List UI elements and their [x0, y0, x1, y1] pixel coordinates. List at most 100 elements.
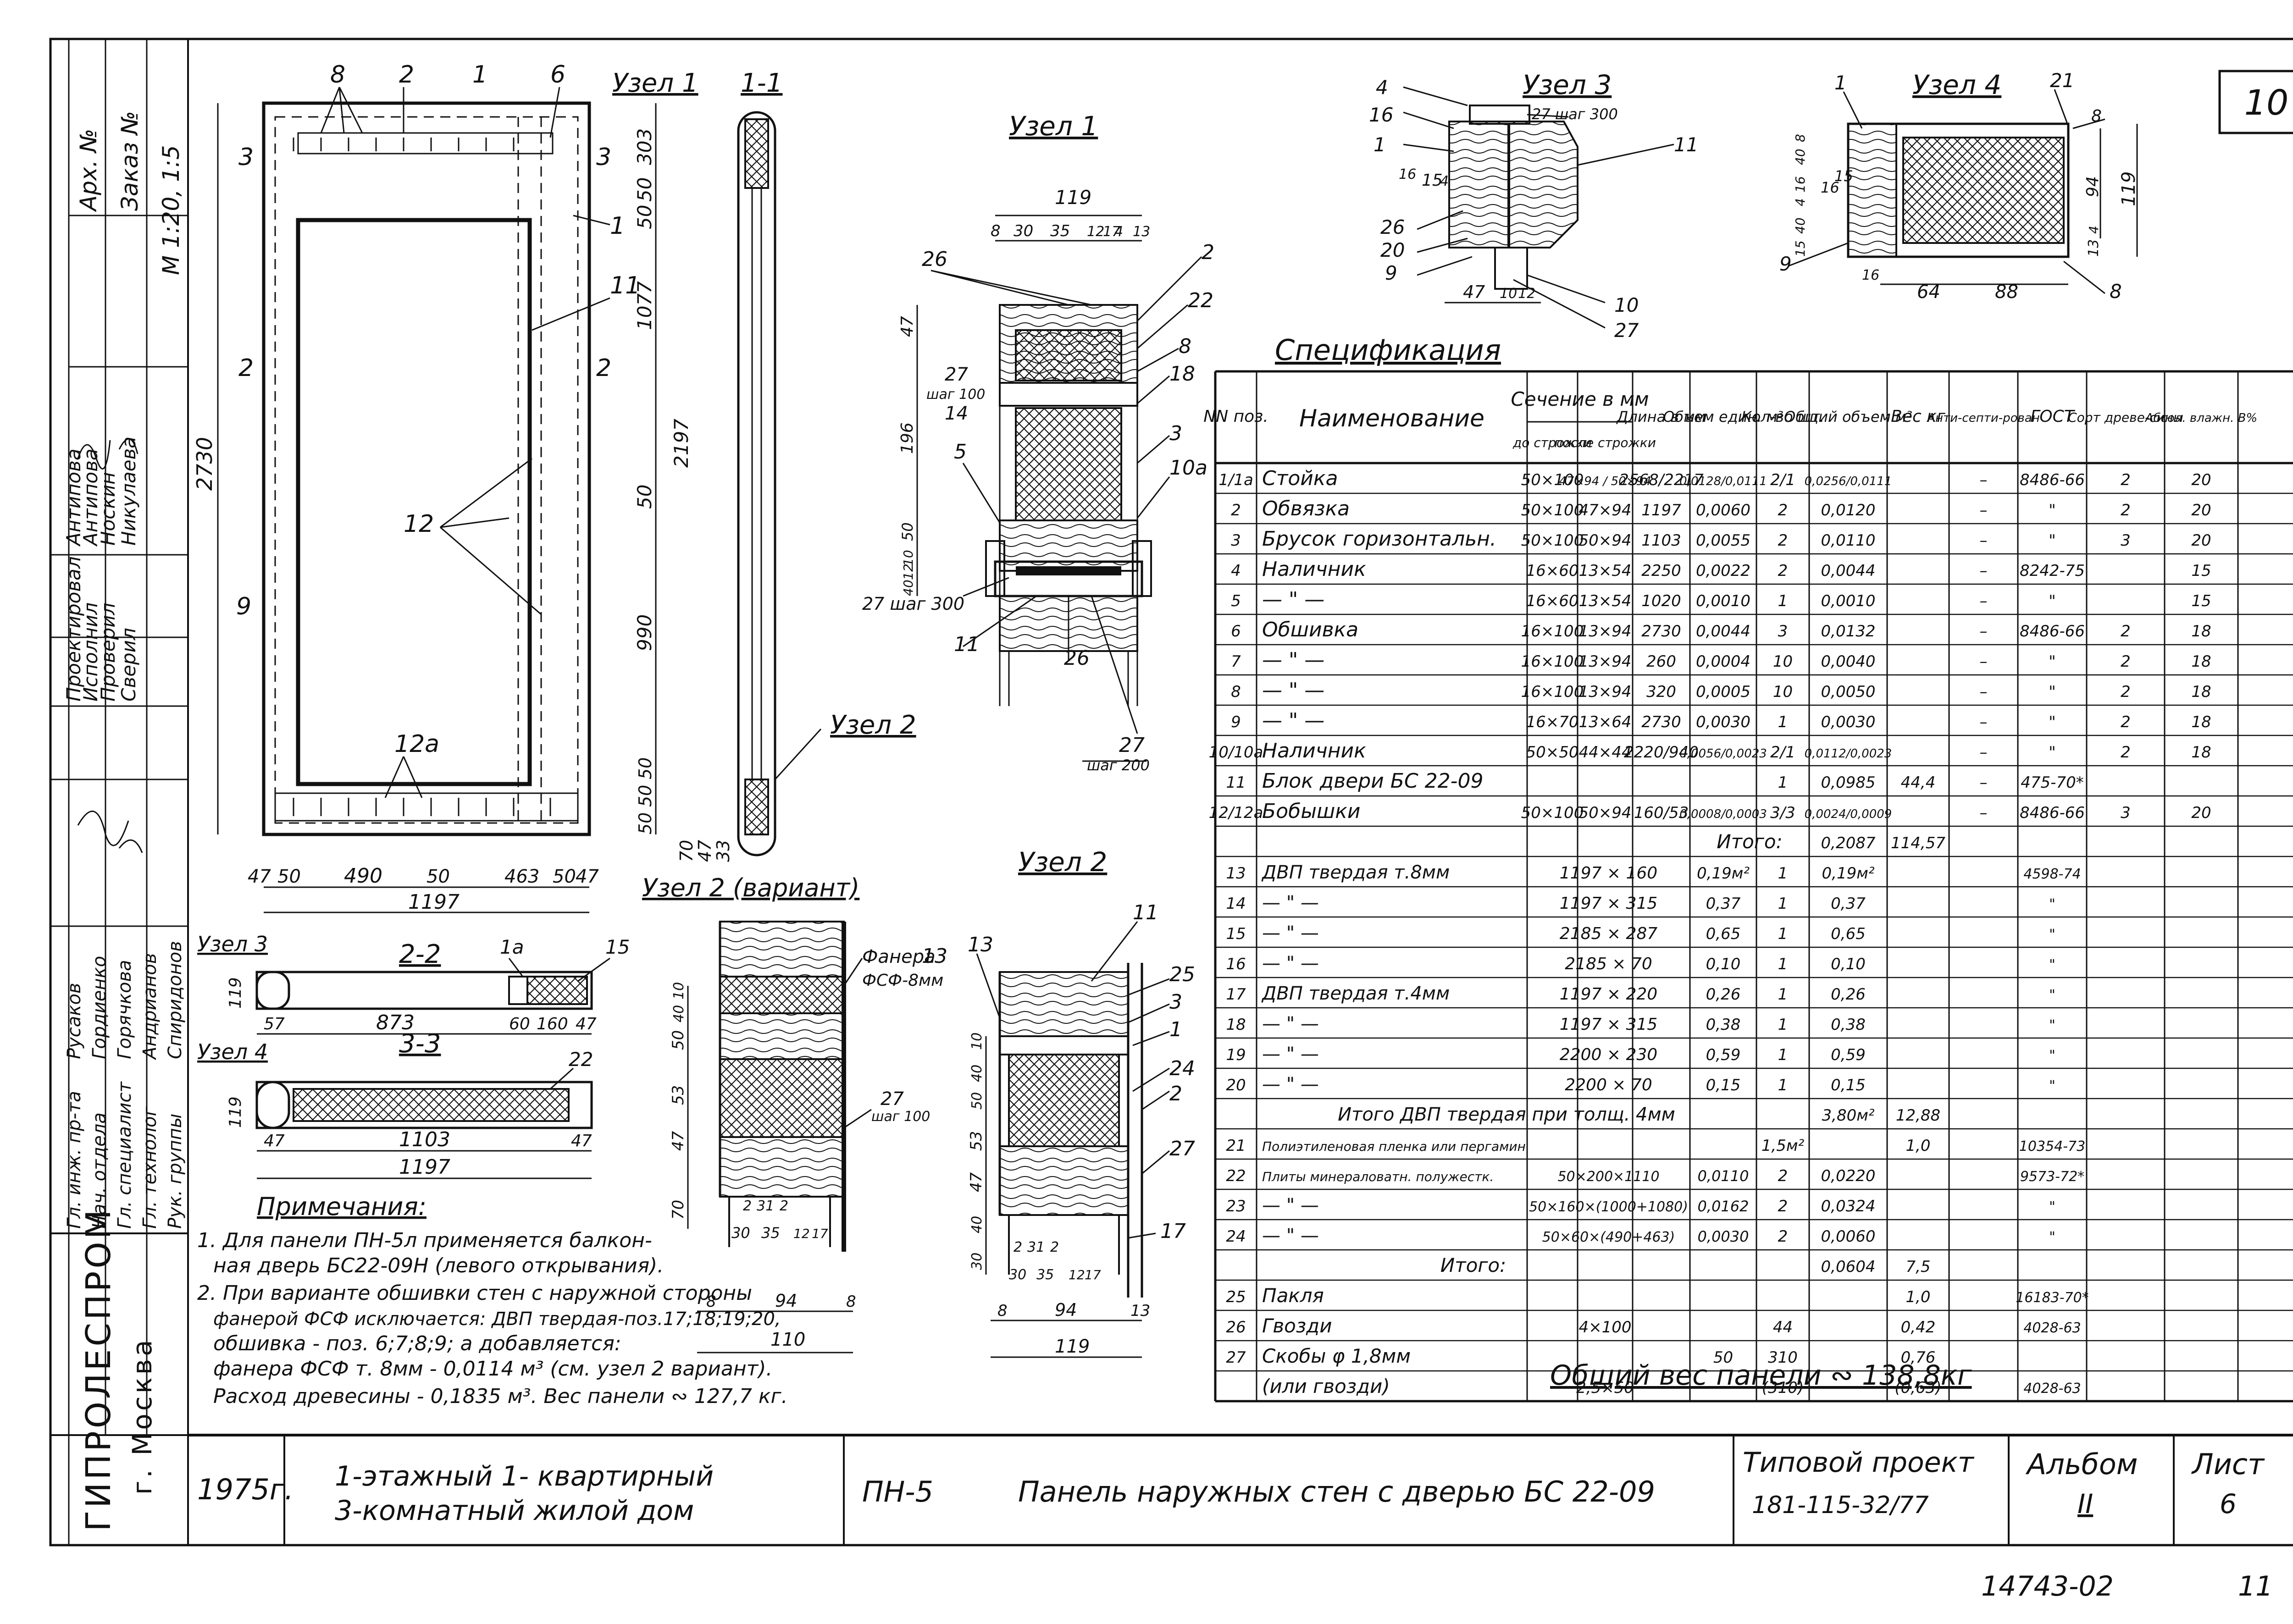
s33-label-0: 22	[569, 1048, 593, 1071]
uzel1-label-5: 3	[1169, 422, 1182, 445]
elev-vdim-1: 303	[633, 128, 656, 165]
spec-dvp-gost: 4598-74	[2023, 866, 2081, 882]
uzel2-dim-13: 17	[1085, 1267, 1101, 1282]
spec-misc-name: Полиэтиленовая пленка или пергамин	[1262, 1139, 1526, 1154]
spec-row-cell: 13×94	[1579, 622, 1631, 641]
elev-vdim-3: 50	[633, 205, 656, 229]
spec-misc-name: Плиты минераловатн. полужестк.	[1262, 1169, 1494, 1184]
role-verified: Сверил	[117, 628, 140, 702]
uzel2-label-marker: 13	[968, 933, 993, 956]
uzel1-label-3: 8	[1179, 335, 1191, 358]
elev-hdim-5: 50	[553, 866, 576, 887]
uzel2-dim-2: 50	[969, 1092, 985, 1110]
title-year: 1975г.	[197, 1473, 294, 1506]
spec-dvp-qty: 1	[1778, 985, 1788, 1004]
spec-misc-gost: "	[2049, 1199, 2055, 1215]
s22-dim-2: 873	[376, 1011, 415, 1034]
spec-misc-pos: 22	[1226, 1167, 1246, 1185]
s22-label-0: 1а	[500, 936, 524, 958]
spec-row-cell: 1	[1778, 773, 1788, 792]
spec-row-cell: 2220/940	[1624, 743, 1699, 762]
section-22-title: 2-2	[399, 939, 441, 969]
uzel1-label-13: 26	[1064, 646, 1090, 670]
spec-dvp-gost: "	[2049, 1048, 2055, 1064]
elev-vdim-10: 50	[635, 812, 655, 834]
uzel-2-variant-detail: Узел 2 (вариант) Фанера ФСФ-8мм 27 шаг 1…	[642, 873, 947, 1353]
spec-row-cell: –	[1980, 683, 1988, 701]
spec-row-cell: 0,0985	[1821, 773, 1876, 792]
spec-dvp-size: 1197 × 315	[1560, 1015, 1657, 1034]
spec-dvp-total: 0,59	[1831, 1046, 1866, 1064]
title-album-value: II	[2077, 1488, 2093, 1519]
spec-row-cell: 3	[1778, 622, 1788, 641]
spec-header-length: Длина в мм	[1616, 408, 1706, 425]
elev-vdim-2: 50	[633, 177, 656, 202]
s33-dim-2: 1103	[399, 1128, 450, 1151]
notes-title: Примечания:	[257, 1192, 426, 1221]
spec-row-cell: 0,0050	[1821, 683, 1876, 701]
spec-row-cell: 160/53	[1634, 804, 1689, 822]
spec-title: Спецификация	[1275, 333, 1501, 367]
uzel2-dim-9: 2	[1050, 1239, 1059, 1255]
elev-vdim-9: 50	[635, 785, 655, 807]
spec-hw-qty: 44	[1773, 1318, 1793, 1337]
spec-dvp-total: 0,37	[1831, 895, 1866, 913]
uzel3-title: Узел 3	[1523, 69, 1612, 100]
spec-row-cell: 0,0044	[1696, 622, 1750, 641]
spec-misc-name: — " —	[1262, 1195, 1319, 1216]
uzel2var-label-2: ФСФ-8мм	[862, 971, 943, 990]
uzel-4-detail: Узел 4 1 21 8 16 15 9 8 8 40 16 4 40 15 …	[1779, 69, 2139, 303]
spec-dvp-name: — " —	[1262, 1074, 1319, 1095]
spec-row-cell: 18	[2191, 622, 2211, 641]
spec-row-cell: 15	[2191, 562, 2211, 580]
uzel1-title: Узел 1	[1009, 110, 1098, 142]
spec-subtotal-1-label: Итого:	[1717, 830, 1783, 853]
uzel1-dim-13: 40	[901, 580, 916, 596]
uzel1-dim-12: 12	[901, 563, 916, 580]
spec-row-cell: 18	[2191, 683, 2211, 701]
spec-row-cell: 2730	[1641, 713, 1681, 731]
spec-misc-unit: 0,0110	[1698, 1167, 1749, 1185]
spec-row-cell: 16×60	[1526, 592, 1579, 610]
uzel2-label-3: 1	[1169, 1018, 1182, 1041]
spec-row-cell: 0,0128/0,0111	[1679, 475, 1767, 488]
elev-label-0: 8	[330, 61, 345, 88]
spec-subtotal-2-vol: 3,80м²	[1822, 1106, 1875, 1125]
spec-header-total-vol: Общий объем м³	[1784, 408, 1912, 425]
spec-dvp-area: 0,37	[1706, 895, 1741, 913]
spec-row-cell: 0,0008/0,0003	[1679, 807, 1767, 821]
spec-row-cell: 0,0132	[1821, 622, 1876, 641]
uzel2var-dim-8: 2	[780, 1198, 788, 1214]
spec-misc-qty: 2	[1778, 1227, 1788, 1246]
spec-row-pos: 2	[1231, 501, 1241, 519]
elev-hdim-3: 50	[426, 866, 450, 887]
spec-dvp-area: 0,26	[1706, 985, 1741, 1004]
uzel2var-title: Узел 2 (вариант)	[642, 873, 859, 902]
staff-role-4: Гл. инж. пр-та	[64, 1091, 85, 1229]
spec-hw-name: Скобы φ 1,8мм	[1262, 1345, 1411, 1367]
spec-dvp-total: 0,15	[1831, 1076, 1866, 1094]
uzel3-label-7: 27 шаг 300	[1532, 105, 1618, 123]
spec-row-cell: 3	[2121, 531, 2131, 550]
spec-row-cell: 0,0044	[1821, 562, 1876, 580]
spec-dvp-pos: 16	[1226, 955, 1246, 973]
uzel1-label-15: шаг 200	[1087, 757, 1150, 774]
spec-header-name: Наименование	[1299, 405, 1484, 432]
spec-dvp-pos: 19	[1226, 1046, 1246, 1064]
notes-line-4: обшивка - поз. 6;7;8;9; а добавляется:	[213, 1332, 621, 1355]
uzel2-label-7: 17	[1160, 1220, 1186, 1243]
uzel4-label-4: 15	[1834, 167, 1853, 185]
uzel4-ref: Узел 4	[197, 1039, 268, 1064]
spec-row-cell: 16×60	[1526, 562, 1579, 580]
uzel1-small-title: Узел 1	[612, 68, 698, 98]
spec-dvp-qty: 1	[1778, 1016, 1788, 1034]
title-project-line2: 3-комнатный жилой дом	[335, 1495, 694, 1527]
uzel1-label-2: 22	[1188, 289, 1213, 312]
elev-hdim-1: 50	[277, 866, 301, 887]
elev-label-5: 3	[596, 144, 611, 171]
notes-block: Примечания: 1. Для панели ПН-5л применяе…	[197, 1192, 788, 1408]
spec-row-cell: 0,0004	[1696, 652, 1750, 671]
spec-row-cell: 0,0030	[1696, 713, 1750, 731]
uzel3-label-3: 15	[1422, 171, 1443, 190]
uzel2-title: Узел 2	[1018, 846, 1107, 878]
